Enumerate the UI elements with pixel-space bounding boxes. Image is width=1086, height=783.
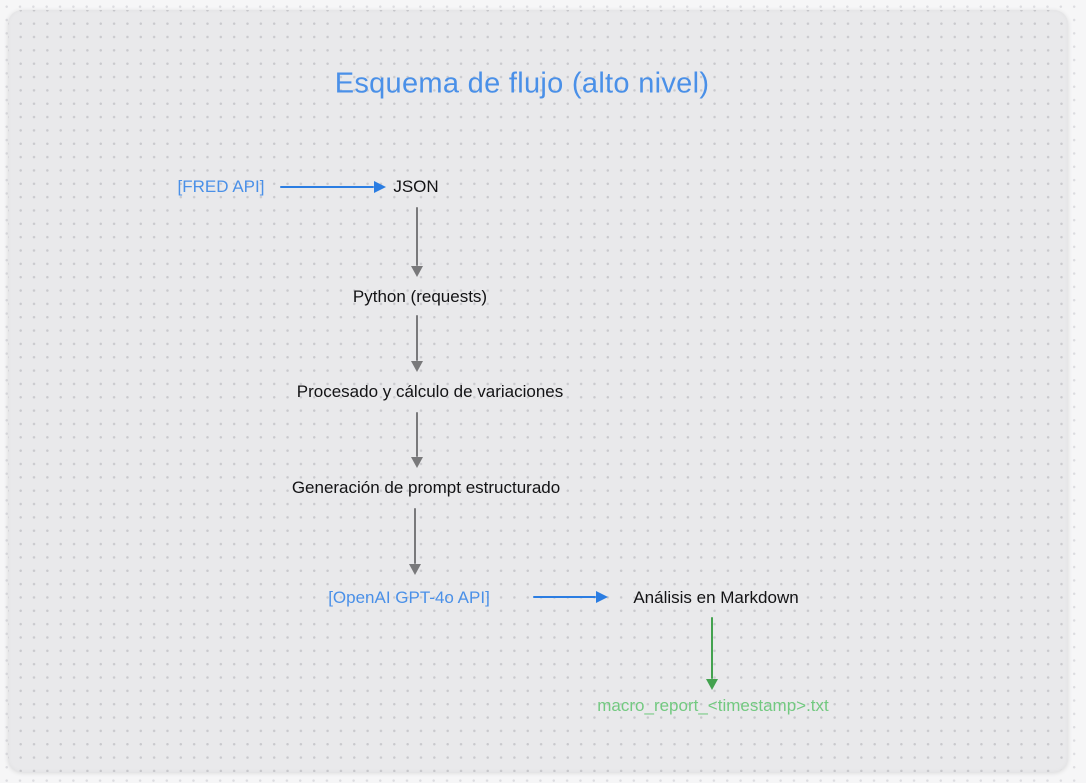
node-fred-api[interactable]: [FRED API] [177, 176, 265, 196]
arrow-shaft [710, 617, 714, 679]
arrow-shaft [533, 595, 596, 599]
arrow-fred-to-json[interactable] [280, 180, 386, 194]
canvas[interactable]: Esquema de flujo (alto nivel) [FRED API]… [8, 10, 1068, 772]
arrow-analisis-to-output-file[interactable] [705, 617, 719, 690]
node-analisis-markdown[interactable]: Análisis en Markdown [633, 587, 799, 607]
arrow-generacion-to-openai[interactable] [408, 508, 422, 575]
node-openai-gpt4o-api[interactable]: [OpenAI GPT-4o API] [328, 587, 490, 607]
arrowhead-down-icon [706, 679, 718, 690]
arrow-shaft [415, 315, 419, 361]
node-python-requests[interactable]: Python (requests) [352, 286, 488, 306]
diagram-title[interactable]: Esquema de flujo (alto nivel) [334, 67, 710, 100]
arrow-shaft [415, 412, 419, 457]
arrowhead-down-icon [411, 266, 423, 277]
node-json[interactable]: JSON [393, 176, 439, 196]
arrow-json-to-python[interactable] [410, 207, 424, 277]
arrow-python-to-procesado[interactable] [410, 315, 424, 372]
node-generacion[interactable]: Generación de prompt estructurado [291, 477, 561, 497]
arrow-openai-to-analisis[interactable] [533, 590, 608, 604]
arrow-shaft [415, 207, 419, 266]
arrowhead-down-icon [411, 457, 423, 468]
arrow-procesado-to-generacion[interactable] [410, 412, 424, 468]
arrow-shaft [413, 508, 417, 564]
node-output-file[interactable]: macro_report_<timestamp>.txt [597, 695, 829, 715]
arrowhead-down-icon [409, 564, 421, 575]
arrow-shaft [280, 185, 374, 189]
arrowhead-right-icon [596, 591, 608, 603]
node-procesado[interactable]: Procesado y cálculo de variaciones [296, 381, 564, 401]
arrowhead-right-icon [374, 181, 386, 193]
arrowhead-down-icon [411, 361, 423, 372]
